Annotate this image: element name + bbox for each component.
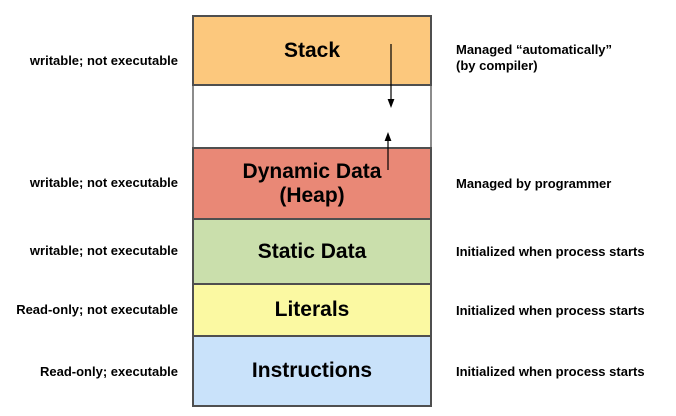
management-label-stack-line1: Managed “automatically” [456,42,613,57]
segment-box-stack: Stack [192,15,432,86]
permission-label-heap: writable; not executable [29,175,178,190]
management-label-static-data: Initialized when process starts [456,244,645,259]
permission-label-stack: writable; not executable [29,53,178,68]
management-label-heap: Managed by programmer [456,176,612,191]
segment-box-literals: Literals [192,283,432,337]
permission-label-instructions: Read-only; executable [40,364,178,379]
segment-title-heap-line2: (Heap) [279,183,345,207]
management-label-stack-line2: (by compiler) [456,58,538,73]
segment-box-static-data: Static Data [192,218,432,285]
management-label-instructions: Initialized when process starts [456,364,645,379]
segment-title-instructions: Instructions [251,359,373,382]
segment-title-static-data: Static Data [257,239,367,263]
management-label-stack: Managed “automatically” (by compiler) [456,42,672,74]
management-label-literals: Initialized when process starts [456,303,645,318]
segment-box-instructions: Instructions [192,335,432,407]
segment-box-unused-gap [192,86,432,147]
segment-title-literals: Literals [274,298,350,321]
permission-label-literals: Read-only; not executable [16,302,178,317]
segment-box-heap: Dynamic Data (Heap) [192,147,432,220]
segment-title-stack: Stack [283,38,341,62]
segment-title-heap-line1: Dynamic Data [242,159,382,183]
permission-label-static-data: writable; not executable [29,243,178,258]
